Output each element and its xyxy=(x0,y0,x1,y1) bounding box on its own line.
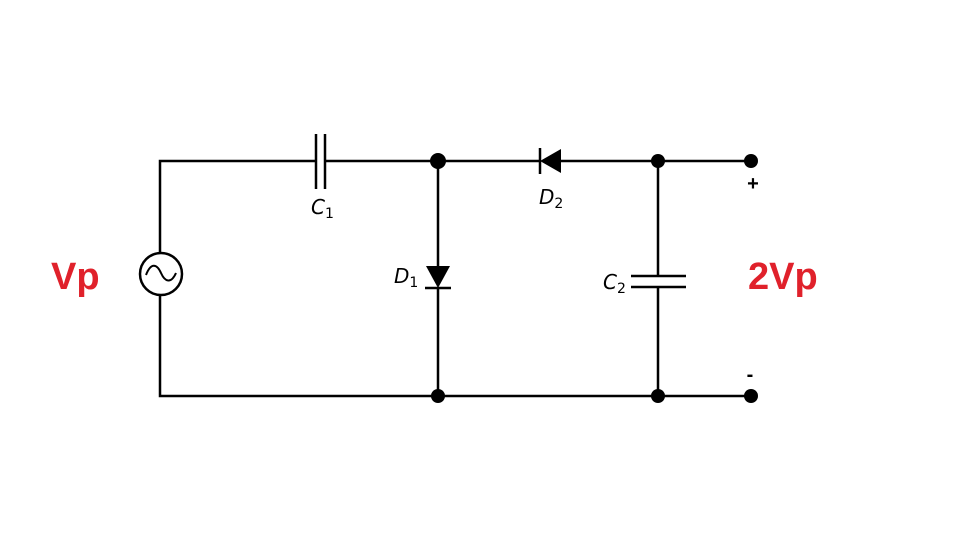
diode-icon xyxy=(426,266,450,288)
output-voltage-label: 2Vp xyxy=(748,256,818,298)
wire-top-left xyxy=(158,159,316,252)
output-terminal-negative xyxy=(744,389,758,403)
junction-node-bottom-c2 xyxy=(651,389,665,403)
polarity-plus: + xyxy=(747,173,759,195)
capacitor-icon xyxy=(314,134,327,189)
junction-node-bottom-d1 xyxy=(431,389,445,403)
ac-source-icon xyxy=(138,251,184,297)
label-c2: C2 xyxy=(603,270,626,297)
junction-node-top-d1 xyxy=(430,153,446,169)
output-terminal-positive xyxy=(744,154,758,168)
diode-icon xyxy=(540,149,561,173)
junction-node-top-c2 xyxy=(651,154,665,168)
label-d1: D1 xyxy=(394,264,418,291)
capacitor-icon xyxy=(631,274,686,289)
polarity-minus: - xyxy=(747,364,754,386)
label-d2: D2 xyxy=(539,185,563,212)
label-c1: C1 xyxy=(311,195,334,222)
source-voltage-label: Vp xyxy=(51,256,100,298)
wire-source-bottom xyxy=(158,295,751,398)
